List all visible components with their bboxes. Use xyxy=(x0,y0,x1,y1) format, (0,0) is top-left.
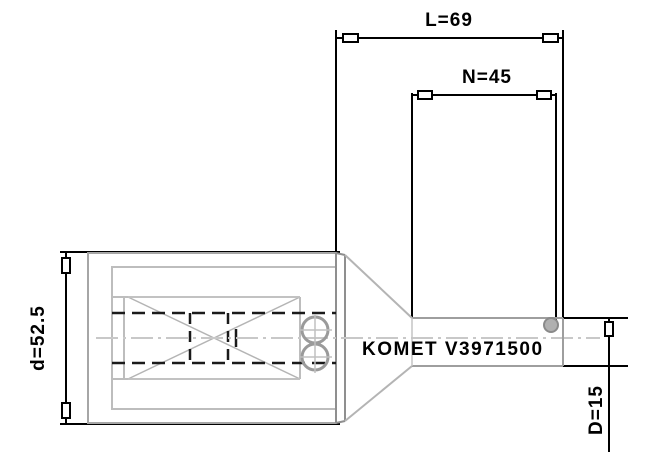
dimension-label-flange-diameter: d=52.5 xyxy=(28,305,49,371)
arrow-terminator-left-N xyxy=(417,90,433,100)
dimension-shank-length: N=45 xyxy=(411,67,557,320)
arrow-terminator-right-L xyxy=(542,33,559,43)
taper-line-lower xyxy=(344,365,413,422)
flange-plate-top-cap xyxy=(335,252,346,256)
dimension-label-shank-diameter: D=15 xyxy=(586,385,607,435)
part-geometry: KOMET V3971500 xyxy=(87,252,600,424)
arrow-terminator-bottom-d xyxy=(61,402,71,419)
dimension-label-shank-length: N=45 xyxy=(462,67,512,88)
part-marking-text: KOMET V3971500 xyxy=(362,339,544,360)
arrow-terminator-top-d xyxy=(61,257,71,274)
arrow-terminator-top-D xyxy=(604,321,614,337)
flange-plate-bottom-cap xyxy=(335,420,346,424)
dimension-overall-length: L=69 xyxy=(335,10,564,318)
arrow-terminator-right-N xyxy=(536,90,552,100)
taper-line-upper xyxy=(344,254,413,319)
arrow-terminator-left-L xyxy=(342,33,359,43)
dimension-shank-diameter: D=15 xyxy=(555,317,628,452)
dimension-label-overall-length: L=69 xyxy=(425,10,473,31)
shank-drive-flat-feature xyxy=(543,317,559,333)
